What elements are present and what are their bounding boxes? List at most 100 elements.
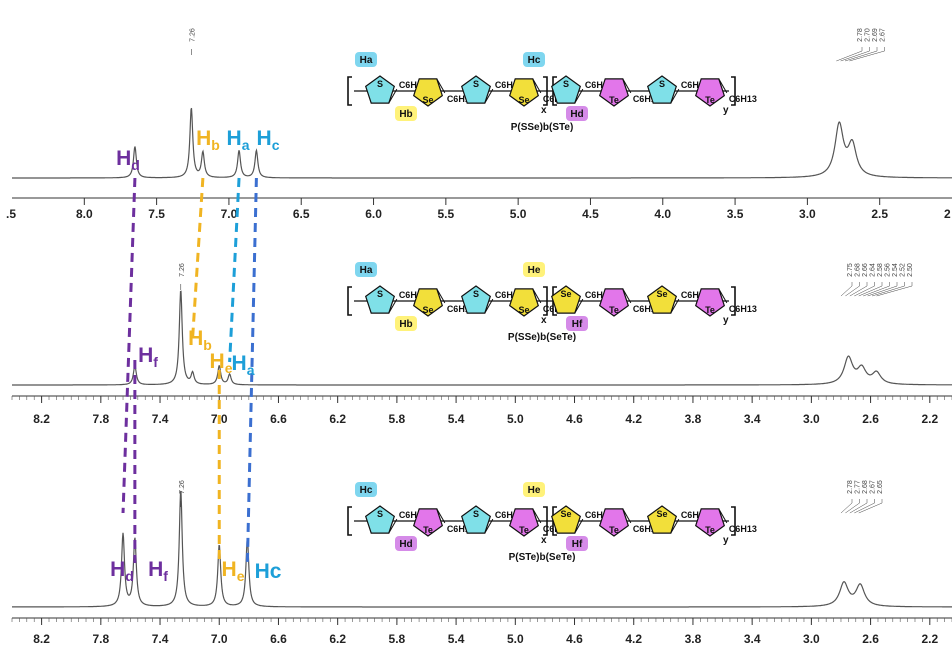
- peak-label-sub: e: [237, 568, 245, 584]
- x-tick-label: 6.2: [329, 632, 346, 646]
- side-chain-bond: [388, 298, 398, 314]
- x-tick-label: 5.0: [507, 412, 524, 426]
- side-chain-label: C6H13: [447, 304, 475, 314]
- proton-label: Ha: [360, 55, 373, 66]
- side-chain-label: C6H13: [447, 524, 475, 534]
- heterocycle-ring: [508, 508, 540, 537]
- x-tick-label: 5.0: [507, 632, 524, 646]
- side-chain-bond: [532, 288, 542, 304]
- x-tick-label: 5.5: [438, 207, 455, 221]
- polymer-bracket: [347, 286, 352, 316]
- proton-highlight: [523, 482, 545, 497]
- heterocycle-ring: [364, 285, 396, 314]
- peak-label: Hf: [138, 344, 158, 370]
- x-tick-label: 3.0: [799, 207, 816, 221]
- ring-heteroatom: Te: [705, 95, 715, 105]
- ring-heteroatom: Se: [518, 95, 529, 105]
- x-tick-label: 5.4: [448, 412, 465, 426]
- peak-label-leader: [849, 47, 885, 62]
- heterocycle-ring: [508, 288, 540, 317]
- ring-heteroatom: Te: [423, 525, 433, 535]
- side-chain-label: C6H13: [585, 290, 613, 300]
- heterocycle-ring: [694, 508, 726, 537]
- side-chain-bond: [718, 508, 728, 524]
- peak-label-main: H: [232, 352, 247, 375]
- peak-label-leader: [849, 499, 868, 514]
- peak-label-leader: [854, 499, 875, 514]
- peak-label: Hf: [148, 558, 168, 584]
- peak-label-leader: [867, 282, 898, 297]
- heterocycle-ring: [412, 288, 444, 317]
- aliphatic-peak-label: 2.68: [862, 480, 869, 494]
- proton-highlight: [523, 262, 545, 277]
- x-tick-label: 2.6: [862, 412, 879, 426]
- peak-label: Hb: [196, 127, 220, 153]
- heterocycle-ring: [694, 288, 726, 317]
- peak-label-leader: [836, 47, 863, 62]
- peak-label-sub: a: [242, 137, 250, 153]
- side-chain-bond: [484, 88, 494, 104]
- heterocycle-ring: [412, 508, 444, 537]
- x-tick-label: 3.4: [744, 632, 761, 646]
- side-chain-bond: [484, 298, 494, 314]
- aliphatic-peak-label: 2.54: [892, 263, 899, 277]
- aliphatic-peak-label: 2.65: [877, 480, 884, 494]
- peak-label-leader: [840, 282, 853, 297]
- peak-label: Ha: [227, 127, 250, 153]
- polymer-name: P(SSe)b(SeTe): [508, 332, 576, 343]
- peak-label-leader: [845, 282, 860, 297]
- ring-heteroatom: Se: [518, 305, 529, 315]
- ring-heteroatom: Te: [609, 95, 619, 105]
- block-subscript: x: [541, 315, 547, 326]
- x-tick-label: 2.2: [921, 412, 938, 426]
- ring-heteroatom: Te: [609, 305, 619, 315]
- peak-label: He: [222, 558, 245, 584]
- x-tick-label: 4.2: [625, 632, 642, 646]
- peak-label-main: H: [148, 558, 163, 581]
- proton-highlight: [566, 536, 588, 551]
- side-chain-label: C6H13: [681, 290, 709, 300]
- x-tick-label: 3.0: [803, 632, 820, 646]
- peak-label-leader: [863, 282, 890, 297]
- solvent-peak-label: 7.26: [179, 480, 186, 494]
- peak-label-main: H: [138, 344, 153, 367]
- peak-label-sub: e: [225, 360, 233, 376]
- peak-label-leader: [844, 47, 878, 62]
- heterocycle-ring: [598, 78, 630, 107]
- proton-label: Hf: [572, 539, 583, 550]
- ring-heteroatom: S: [377, 79, 383, 89]
- ring-heteroatom: S: [377, 509, 383, 519]
- proton-highlight: [355, 482, 377, 497]
- proton-highlight: [355, 52, 377, 67]
- peak-label-sub: a: [247, 362, 255, 378]
- x-tick-label: 7.4: [152, 632, 169, 646]
- x-tick-label: 7.8: [92, 632, 109, 646]
- side-chain-bond: [532, 78, 542, 94]
- ring-heteroatom: Te: [519, 525, 529, 535]
- aliphatic-peak-label: 2.52: [900, 263, 907, 277]
- side-chain-label: C6H13: [399, 510, 427, 520]
- peak-label-leader: [845, 499, 860, 514]
- heterocycle-ring: [646, 75, 678, 104]
- side-chain-bond: [670, 88, 680, 104]
- polymer-structure-2: xySC6H13SeC6H13SC6H13SeC6H13SeC6H13TeC6H…: [347, 262, 757, 343]
- proton-label: He: [528, 485, 541, 496]
- proton-label: He: [528, 265, 541, 276]
- heterocycle-ring: [550, 75, 582, 104]
- correlation-lines: [121, 177, 258, 564]
- side-chain-bond: [388, 88, 398, 104]
- peak-label-main: H: [257, 127, 272, 150]
- polymer-structure-3: xySC6H13TeC6H13SC6H13TeC6H13SeC6H13TeC6H…: [347, 482, 757, 563]
- side-chain-label: C6H13: [399, 290, 427, 300]
- side-chain-bond: [718, 288, 728, 304]
- side-chain-bond: [436, 78, 446, 94]
- peak-label: Hd: [110, 558, 134, 584]
- proton-highlight: [355, 262, 377, 277]
- heterocycle-ring: [598, 288, 630, 317]
- x-tick-label: 6.6: [270, 412, 287, 426]
- ring-heteroatom: Se: [560, 509, 571, 519]
- side-chain-bond: [574, 518, 584, 534]
- side-chain-label: C6H13: [633, 94, 661, 104]
